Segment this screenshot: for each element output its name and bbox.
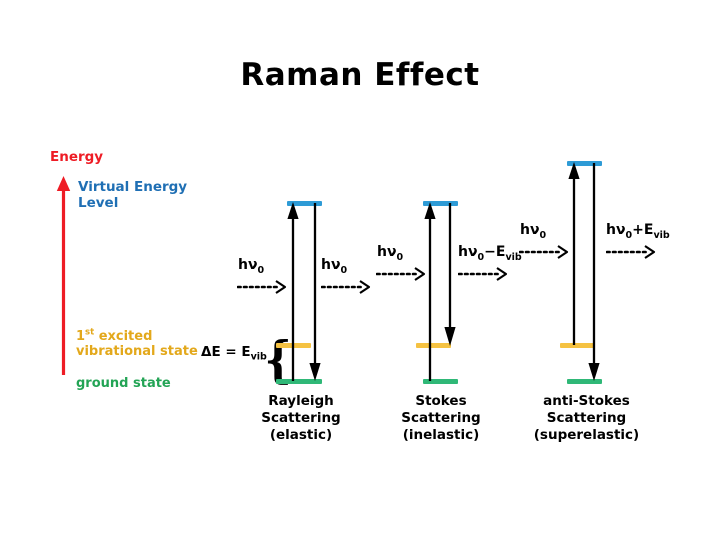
photon-h: h [458,244,468,260]
diagram-anti-stokes: hν0 hν0+Evib anti-Stokes Scattering (sup… [519,150,690,450]
arrow-absorption [568,162,580,345]
level-virtual [567,161,602,166]
level-ground [423,379,458,384]
outgoing-photon-label-anti-stokes: hν0+Evib [606,222,670,241]
delta-energy-annotation: ΔE = Evib [201,344,267,363]
caption-anti-stokes: anti-Stokes Scattering (superelastic) [524,393,649,444]
photon-sub: 0 [396,251,404,263]
level-excited [560,343,595,348]
photon-nu: ν [529,222,540,238]
transition-arrows-stokes [424,202,456,381]
caption-line: (superelastic) [533,426,640,443]
outgoing-photon-arrow-anti-stokes [606,245,656,259]
photon-nu: ν [386,244,397,260]
delta-energy-subscript: vib [250,351,267,363]
caption-rayleigh: Rayleigh Scattering (elastic) [246,393,356,444]
level-ground [567,379,602,384]
incoming-photon-label-anti-stokes: hν0 [520,222,547,241]
level-virtual [287,201,322,206]
photon-h: h [238,257,248,273]
photon-h: h [520,222,530,238]
diagram-rayleigh: hν0 hν0 Rayleigh Scattering (elastic) [237,150,385,450]
level-ground [276,379,322,384]
excited-vibrational-state-label: 1st excited vibrational state [76,327,201,360]
outgoing-photon-label-rayleigh: hν0 [321,257,348,276]
excited-state-prefix: 1 [76,329,86,344]
arrow-absorption [287,202,299,381]
photon-sub: 0 [257,264,265,276]
diagram-stokes: hν0 hν0−Evib Stokes Scattering (inelasti… [376,150,533,450]
ground-state-label: ground state [76,376,171,391]
photon-sub: 0 [539,229,547,241]
caption-line: anti-Stokes [543,393,630,409]
caption-line: Scattering [401,409,481,426]
photon-suffix-sub: vib [653,229,670,241]
page-title: Raman Effect [240,57,480,93]
photon-nu: ν [247,257,258,273]
transition-arrows-anti-stokes [568,162,600,381]
energy-axis-label: Energy [50,149,104,165]
incoming-photon-arrow-stokes [376,267,426,281]
outgoing-photon-arrow-stokes [458,267,508,281]
excited-state-rest: excited vibrational state [76,329,198,360]
caption-line: (inelastic) [402,426,480,443]
arrow-emission [588,163,600,381]
photon-suffix: +E [632,222,654,238]
photon-nu: ν [467,244,478,260]
caption-line: Stokes [415,393,467,409]
level-excited [416,343,451,348]
excited-state-ordinal: st [85,327,95,338]
photon-suffix: −E [484,244,506,260]
photon-nu: ν [615,222,626,238]
outgoing-photon-label-stokes: hν0−Evib [458,244,522,263]
outgoing-photon-arrow-rayleigh [321,280,371,294]
caption-stokes: Stokes Scattering (inelastic) [386,393,496,444]
photon-sub: 0 [477,251,485,263]
caption-line: Scattering [546,409,627,426]
photon-h: h [606,222,616,238]
curly-brace-icon: { [264,330,292,389]
energy-up-arrow-icon [56,176,71,375]
incoming-photon-label-rayleigh: hν0 [238,257,265,276]
delta-energy-text: ΔE = E [201,344,251,360]
transition-arrows-rayleigh [287,202,321,381]
incoming-photon-arrow-rayleigh [237,280,287,294]
photon-suffix-sub: vib [505,251,522,263]
arrow-emission [309,203,321,381]
photon-sub: 0 [340,264,348,276]
arrow-absorption [424,202,436,381]
caption-line: Scattering [261,409,341,426]
arrow-emission [444,203,456,346]
virtual-energy-level-label: Virtual Energy Level [78,179,188,211]
incoming-photon-label-stokes: hν0 [377,244,404,263]
caption-line: Rayleigh [268,393,334,409]
incoming-photon-arrow-anti-stokes [519,245,569,259]
level-virtual [423,201,458,206]
photon-nu: ν [330,257,341,273]
caption-line: (elastic) [269,426,333,443]
photon-h: h [321,257,331,273]
photon-h: h [377,244,387,260]
photon-sub: 0 [625,229,633,241]
